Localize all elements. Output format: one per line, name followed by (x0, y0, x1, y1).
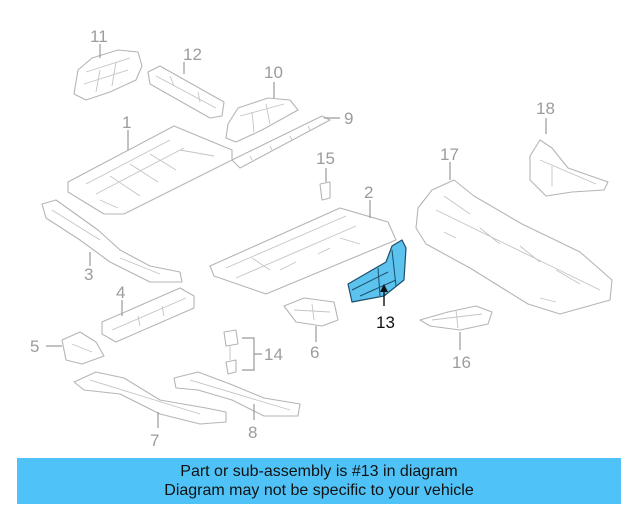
leader-13-arrow (380, 284, 388, 292)
part-16[interactable] (419, 305, 493, 331)
parts-diagram: 11 12 10 9 1 15 2 13 (30, 27, 613, 450)
callout-12[interactable]: 12 (183, 45, 202, 64)
callout-14[interactable]: 14 (264, 345, 283, 364)
part-17[interactable] (415, 179, 613, 315)
callout-13[interactable]: 13 (376, 313, 395, 332)
part-14[interactable] (223, 329, 239, 375)
callout-6[interactable]: 6 (310, 343, 319, 362)
part-1[interactable] (67, 125, 233, 215)
part-10[interactable] (225, 97, 299, 143)
part-11[interactable] (73, 49, 143, 101)
callout-4[interactable]: 4 (116, 283, 125, 302)
banner-line-1: Part or sub-assembly is #13 in diagram (180, 463, 458, 480)
part-4[interactable] (101, 287, 195, 343)
callout-2[interactable]: 2 (364, 183, 373, 202)
callout-18[interactable]: 18 (536, 99, 555, 118)
callout-7[interactable]: 7 (150, 431, 159, 450)
callout-8[interactable]: 8 (248, 423, 257, 442)
leader-14 (242, 337, 262, 371)
callout-10[interactable]: 10 (264, 63, 283, 82)
callout-17[interactable]: 17 (440, 145, 459, 164)
part-18[interactable] (529, 139, 609, 197)
info-banner: Part or sub-assembly is #13 in diagram D… (17, 458, 621, 504)
part-9[interactable] (231, 115, 331, 169)
callout-1[interactable]: 1 (122, 113, 131, 132)
banner-line-2: Diagram may not be specific to your vehi… (164, 482, 474, 499)
part-2[interactable] (209, 207, 397, 295)
part-7[interactable] (73, 371, 227, 425)
callout-9[interactable]: 9 (344, 109, 353, 128)
part-3[interactable] (41, 199, 183, 283)
callout-3[interactable]: 3 (84, 265, 93, 284)
callout-16[interactable]: 16 (452, 353, 471, 372)
callout-5[interactable]: 5 (30, 337, 39, 356)
part-8[interactable] (173, 371, 301, 417)
part-13[interactable] (347, 239, 407, 303)
part-12[interactable] (147, 65, 225, 119)
callout-11[interactable]: 11 (90, 27, 108, 46)
part-6[interactable] (283, 297, 339, 327)
part-5[interactable] (61, 331, 105, 365)
callout-15[interactable]: 15 (316, 149, 335, 168)
part-15[interactable] (319, 181, 331, 201)
